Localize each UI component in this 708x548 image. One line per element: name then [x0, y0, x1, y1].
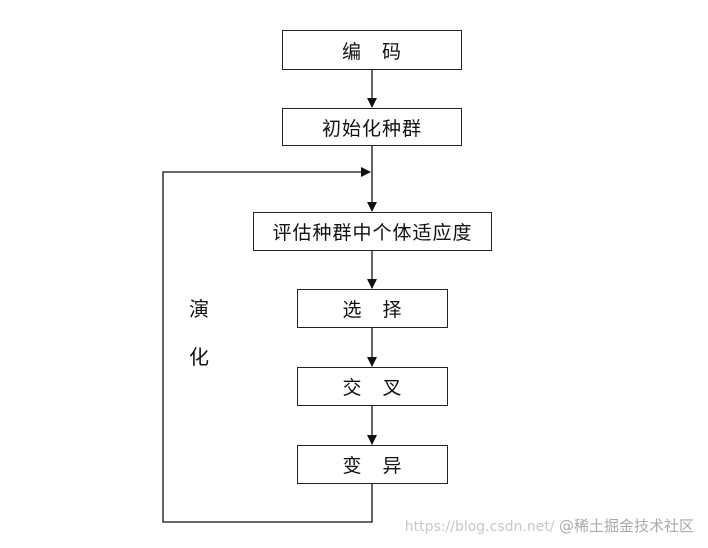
- step-evaluate-fitness-label: 评估种群中个体适应度: [272, 222, 473, 244]
- step-mutate: 变 异: [297, 445, 448, 484]
- step-select: 选 择: [297, 289, 448, 328]
- step-encode-label: 编 码: [341, 40, 402, 63]
- evolution-loop-line: [162, 167, 373, 523]
- step-init-population: 初始化种群: [282, 108, 462, 146]
- loop-label-char-2: 化: [189, 345, 209, 369]
- step-crossover: 交 叉: [297, 367, 448, 406]
- step-mutate-label: 变 异: [342, 455, 403, 477]
- loop-label-char-1: 演: [189, 297, 209, 321]
- watermark-brand: @稀土掘金技术社区: [558, 517, 694, 535]
- step-encode: 编 码: [282, 30, 462, 70]
- step-crossover-label: 交 叉: [342, 377, 403, 399]
- watermark-url: https://blog.csdn.net/: [404, 519, 555, 535]
- step-evaluate-fitness: 评估种群中个体适应度: [253, 212, 492, 251]
- watermark: https://blog.csdn.net/ @稀土掘金技术社区: [405, 515, 694, 536]
- step-select-label: 选 择: [342, 299, 403, 321]
- step-init-population-label: 初始化种群: [321, 117, 422, 140]
